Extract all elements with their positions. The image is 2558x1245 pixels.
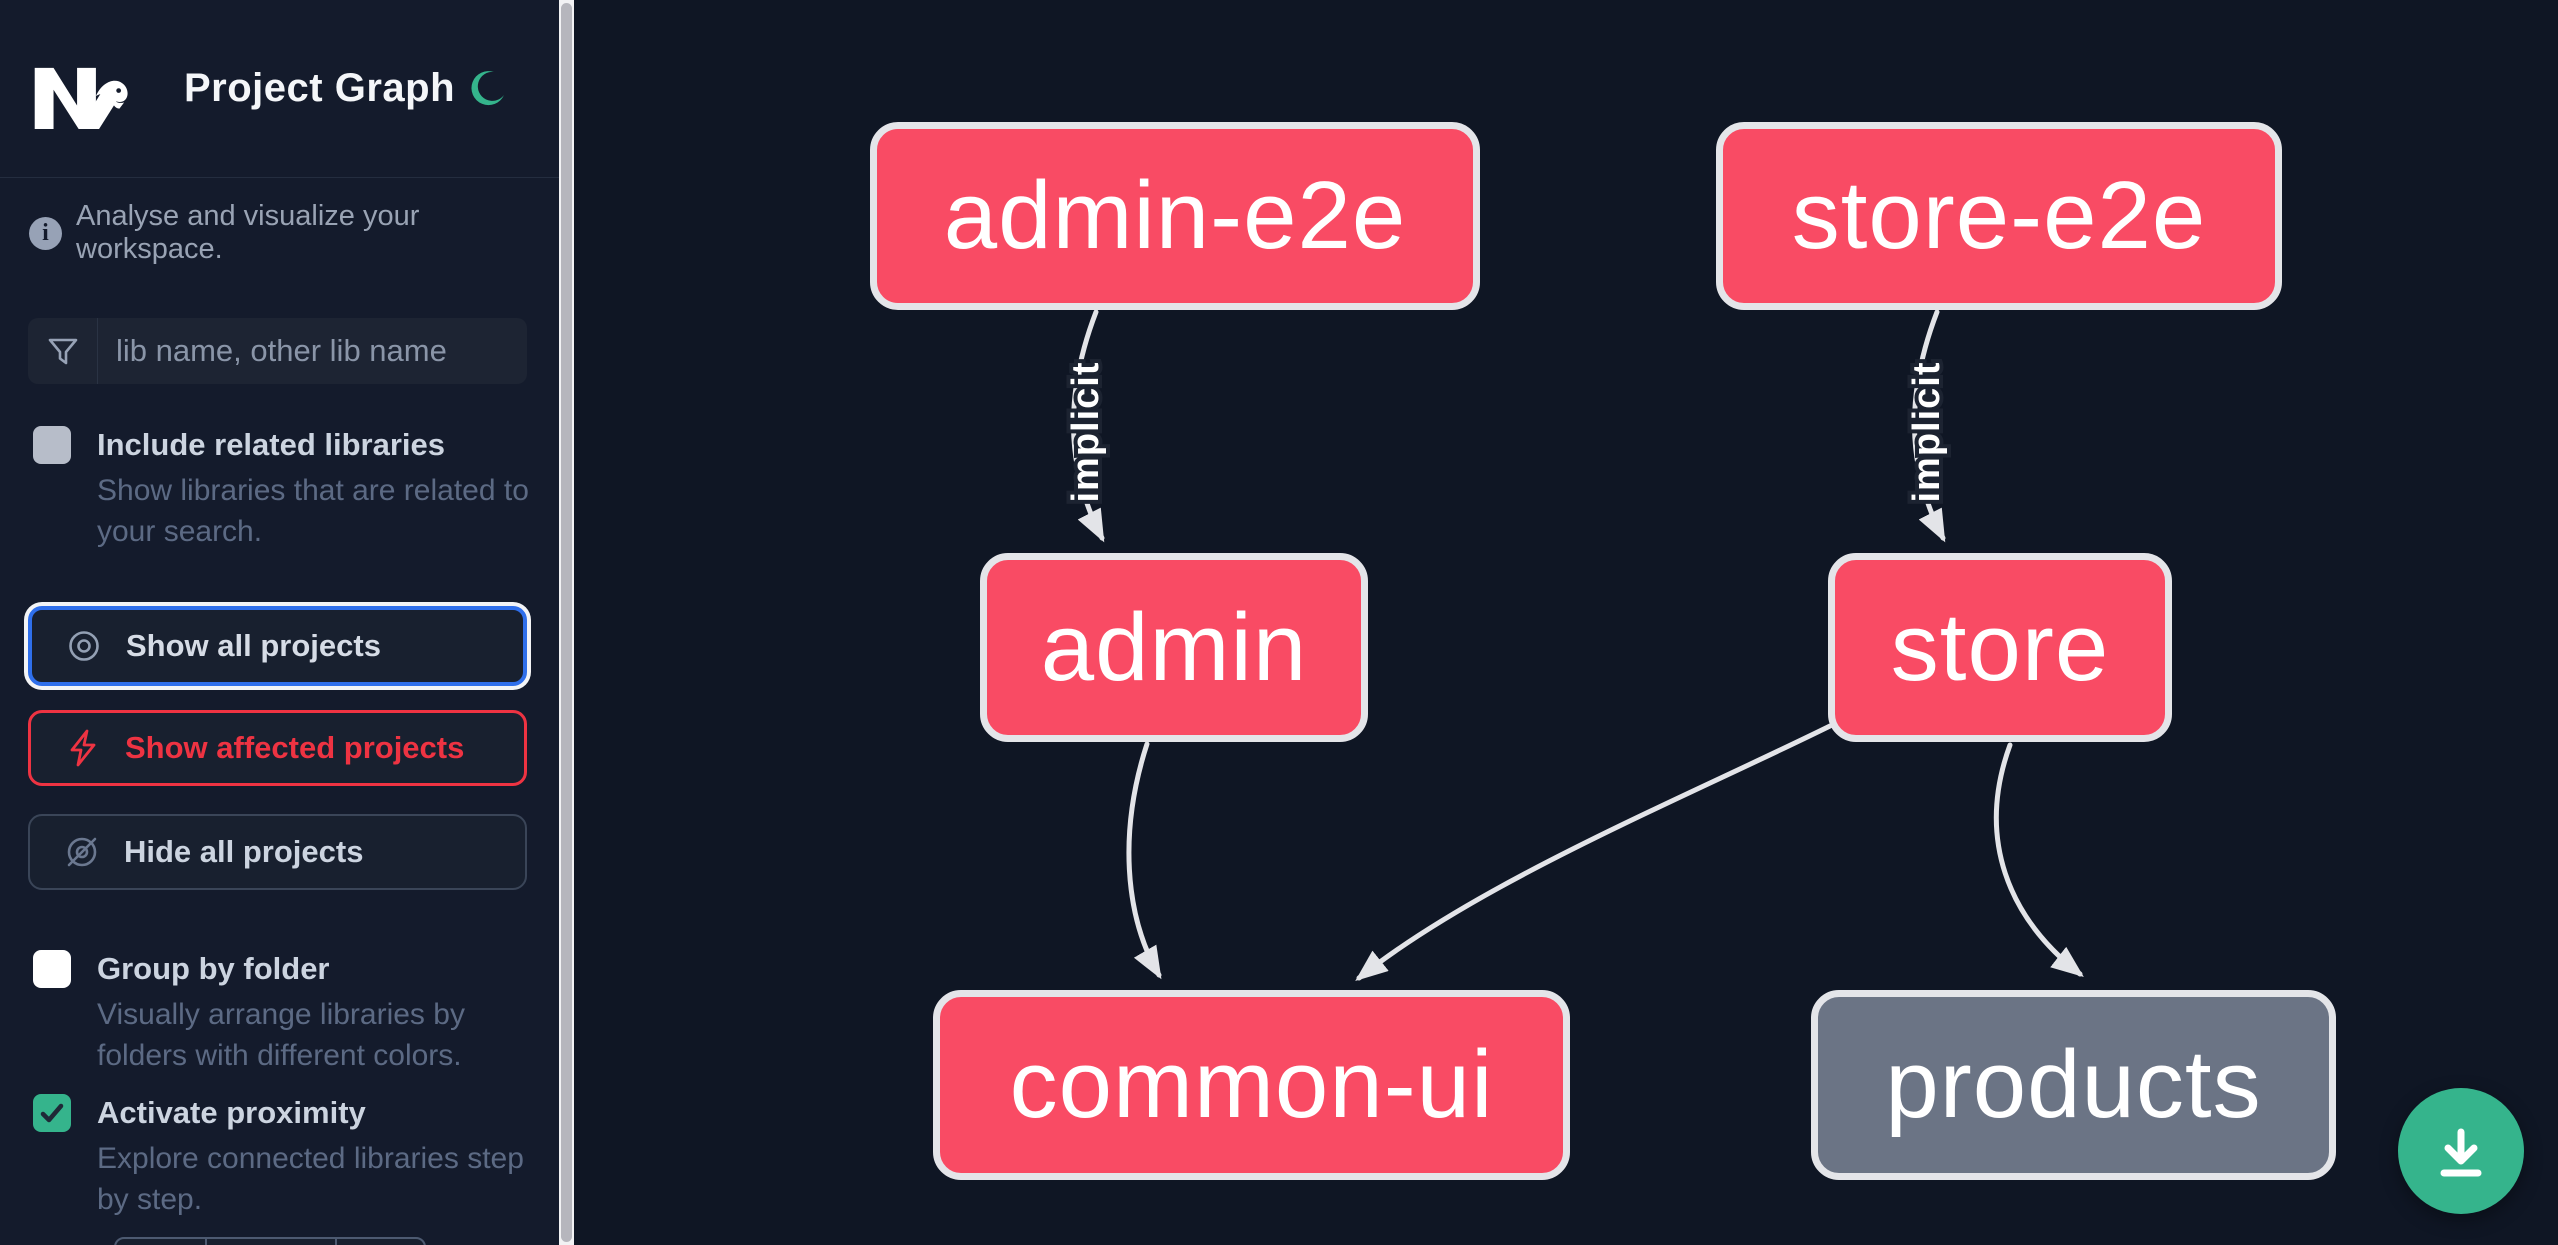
sidebar-scrollbar[interactable] [559,0,574,1245]
graph-node-admin-e2e[interactable]: admin-e2e [870,122,1480,310]
show-all-projects-label: Show all projects [126,628,381,663]
group-by-folder-checkbox[interactable] [33,950,71,988]
include-related-checkbox[interactable] [33,426,71,464]
stepper-increment[interactable] [337,1239,424,1245]
hide-all-projects-button[interactable]: Hide all projects [28,814,527,890]
include-related-label: Include related libraries [97,427,446,462]
page-title: Project Graph [184,66,456,110]
graph-node-store-e2e[interactable]: store-e2e [1716,122,2282,310]
checkmark-icon [40,1103,64,1123]
proximity-depth-stepper-partial[interactable] [114,1237,426,1245]
stepper-value [207,1239,337,1245]
workspace-tagline-row: i Analyse and visualize your workspace. [29,200,529,266]
show-affected-projects-button[interactable]: Show affected projects [28,710,527,786]
stepper-decrement[interactable] [116,1239,207,1245]
download-icon [2440,1128,2482,1177]
workspace-tagline: Analyse and visualize your workspace. [76,200,420,265]
sidebar: Project Graph i Analyse and visualize yo… [0,0,559,1245]
edge-store-to-common-ui[interactable] [1355,723,1833,982]
edge-label-admin-e2e-to-admin: implicit [1065,361,1107,502]
show-all-projects-button[interactable]: Show all projects [28,606,527,686]
show-affected-projects-label: Show affected projects [125,730,465,765]
graph-node-products[interactable]: products [1811,990,2336,1180]
save-image-button[interactable] [2398,1088,2524,1214]
sidebar-scrollbar-thumb[interactable] [561,3,572,1242]
group-by-folder-label: Group by folder [97,951,330,986]
edge-admin-e2e-to-admin[interactable] [1071,309,1105,543]
checkbox-group-by-folder: Group by folder Visually arrange librari… [33,948,533,1076]
checkbox-include-related-libraries: Include related libraries Show libraries… [33,424,533,552]
filter-funnel-icon [28,318,98,384]
activate-proximity-label: Activate proximity [97,1095,366,1130]
graph-node-common-ui[interactable]: common-ui [933,990,1570,1180]
edge-label-store-e2e-to-store: implicit [1906,361,1948,502]
info-icon: i [29,216,62,250]
eye-off-icon [67,837,97,867]
bolt-icon [70,729,96,767]
sidebar-header: Project Graph [0,0,559,178]
include-related-description: Show libraries that are related to your … [97,474,529,548]
edge-store-to-products[interactable] [1993,742,2084,977]
search-box [28,318,533,384]
graph-canvas[interactable]: implicit implicit admin-e2e store-e2e admin… [574,0,2558,1245]
graph-node-store[interactable]: store [1828,553,2172,742]
activate-proximity-checkbox[interactable] [33,1094,71,1132]
checkbox-activate-proximity: Activate proximity Explore connected lib… [33,1092,533,1220]
search-input[interactable] [98,333,533,369]
edges-layer: implicit implicit [1061,309,2084,982]
edge-store-e2e-to-store[interactable] [1912,309,1946,543]
nx-logo-icon [34,67,128,129]
activate-proximity-description: Explore connected libraries step by step… [97,1142,524,1216]
edge-admin-to-common-ui[interactable] [1126,741,1162,980]
graph-node-admin[interactable]: admin [980,553,1368,742]
theme-toggle-moon-icon[interactable] [467,69,507,109]
eye-icon [69,631,99,661]
group-by-folder-description: Visually arrange libraries by folders wi… [97,998,465,1072]
hide-all-projects-label: Hide all projects [124,834,364,869]
